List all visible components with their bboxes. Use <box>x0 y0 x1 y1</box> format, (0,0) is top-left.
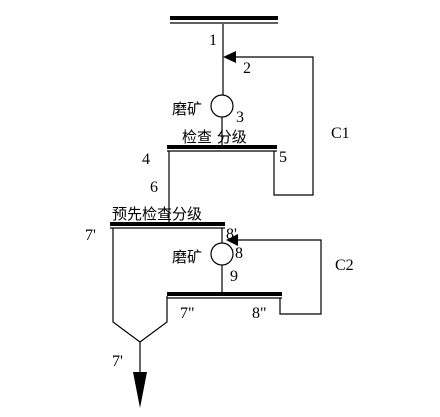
stream-9-label: 9 <box>230 268 238 285</box>
stream-6-label: 6 <box>150 179 158 196</box>
primary-mill-circle <box>210 94 234 118</box>
hopper-outline <box>112 228 168 343</box>
c1-label: C1 <box>331 125 350 142</box>
stream-3-label: 3 <box>236 109 244 126</box>
c1-return-arrowhead <box>223 51 236 63</box>
stream-4-label: 4 <box>142 151 150 168</box>
secondary-mill-label: 磨矿 <box>172 248 202 266</box>
c2-label: C2 <box>335 257 354 274</box>
feed-bin-bar <box>170 16 278 24</box>
stream-7-double-label: 7" <box>180 305 195 322</box>
pre-check-classification-label: 预先检查分级 <box>112 205 202 223</box>
c2-return-arrowhead <box>226 234 238 246</box>
secondary-classification-bar <box>167 292 282 299</box>
c1-loop-line <box>236 56 314 196</box>
stream-7-left-label: 7' <box>85 227 96 244</box>
stream-5-label: 5 <box>279 149 287 166</box>
stream-2-label: 2 <box>243 60 251 77</box>
stream-8-label: 8 <box>235 245 243 262</box>
stream-8prime-label: 8' <box>226 226 237 243</box>
c2-loop-line <box>238 239 322 315</box>
stream-1-label: 1 <box>209 32 217 49</box>
stream-7-out-label: 7' <box>112 353 123 370</box>
primary-mill-label: 磨矿 <box>172 100 202 118</box>
output-arrowhead <box>133 372 147 408</box>
check-classification-bar <box>167 145 277 152</box>
check-classification-label: 检查 分级 <box>182 128 247 146</box>
pre-check-classification-bar <box>110 222 225 229</box>
stream-8-double-label: 8" <box>252 305 267 322</box>
secondary-mill-circle <box>210 242 234 266</box>
